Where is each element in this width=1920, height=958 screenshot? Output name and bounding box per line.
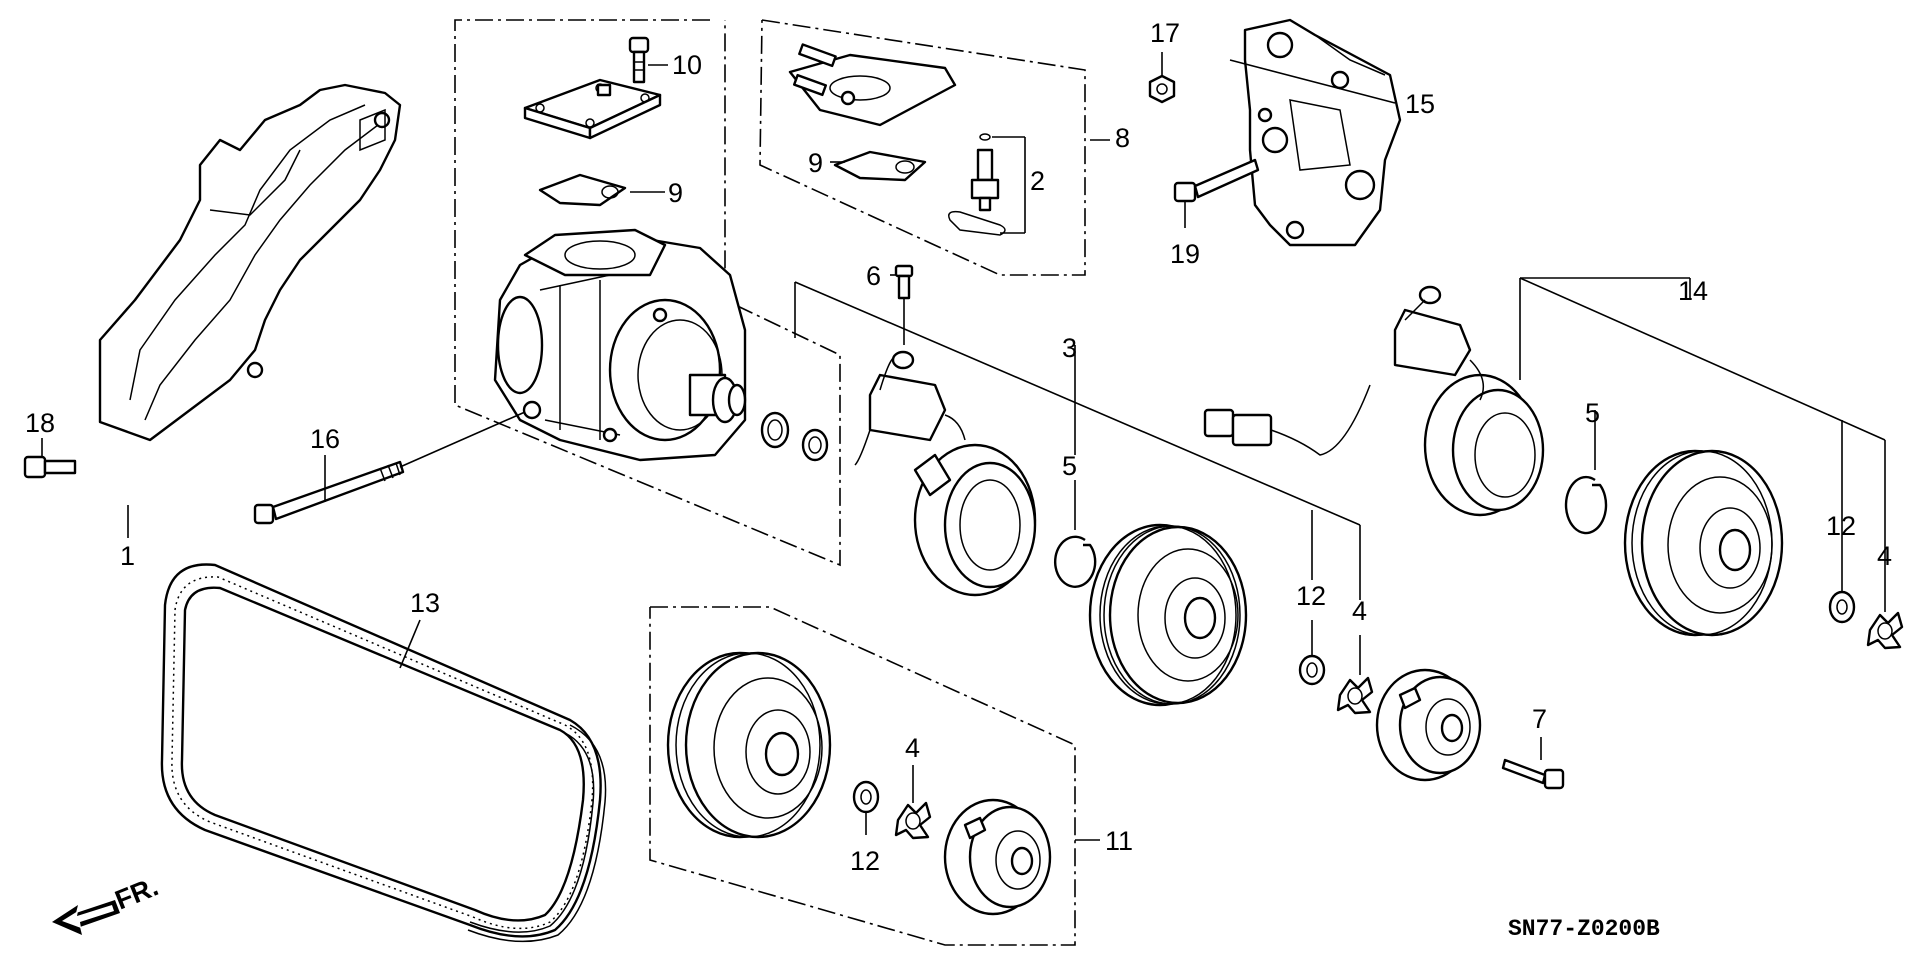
gasket-9-part bbox=[538, 173, 627, 207]
callout-18: 18 bbox=[25, 408, 55, 438]
group-boundary-compressor bbox=[454, 19, 841, 567]
front-direction-label: FR. bbox=[111, 871, 163, 915]
group-boundary-cover-8 bbox=[759, 19, 1086, 276]
callout-10: 10 bbox=[672, 50, 702, 80]
armature-plate-middle-part bbox=[1375, 668, 1482, 782]
callout-17: 17 bbox=[1150, 18, 1180, 48]
shim-12c-part bbox=[1828, 540, 1856, 624]
callout-1: 1 bbox=[120, 541, 135, 571]
callout-5a: 5 bbox=[1062, 451, 1077, 481]
callout-4b: 4 bbox=[1352, 596, 1367, 626]
callout-13: 13 bbox=[410, 588, 440, 618]
lock-washer-4a-part bbox=[894, 765, 932, 840]
pulley-middle-part bbox=[1088, 523, 1248, 707]
bracket-15-part bbox=[1243, 18, 1402, 247]
leader-lines-middle bbox=[1311, 510, 1361, 675]
shim-12a-part bbox=[852, 780, 880, 835]
callout-16: 16 bbox=[310, 424, 340, 454]
bolt-16-part bbox=[253, 460, 405, 525]
snap-ring-5b-part bbox=[1564, 410, 1608, 535]
callout-9b: 9 bbox=[808, 148, 823, 178]
compressor-part bbox=[399, 228, 747, 468]
bolt-7-part bbox=[1501, 737, 1565, 790]
callout-6: 6 bbox=[866, 261, 881, 291]
callout-4a: 4 bbox=[905, 733, 920, 763]
armature-plate-lower-part bbox=[943, 798, 1052, 916]
pulley-lower-part bbox=[666, 651, 832, 839]
callout-labels: 1 18 16 13 10 9 9 8 2 17 15 19 6 3 5 14 … bbox=[25, 18, 1892, 876]
nut-17-part bbox=[1148, 74, 1176, 104]
bolt-19-part bbox=[1173, 158, 1260, 203]
valve-2-part bbox=[948, 133, 1026, 236]
field-coil-3-part bbox=[854, 350, 1037, 597]
lock-washer-4b-part bbox=[1336, 676, 1374, 715]
bolt-18-part bbox=[23, 455, 77, 479]
cover-8-part bbox=[788, 43, 957, 127]
connector-14-part bbox=[1203, 384, 1371, 456]
callout-4c: 4 bbox=[1877, 541, 1892, 571]
bolt-6-part bbox=[894, 264, 914, 345]
callout-11: 11 bbox=[1105, 826, 1133, 856]
callout-7: 7 bbox=[1532, 704, 1547, 734]
front-direction-arrow-icon bbox=[52, 900, 120, 935]
shim-ring-part bbox=[760, 411, 829, 462]
callout-5b: 5 bbox=[1585, 398, 1600, 428]
gasket-9b-part bbox=[833, 150, 927, 182]
lock-washer-4c-part bbox=[1841, 420, 1904, 650]
callout-19: 19 bbox=[1170, 239, 1200, 269]
callout-12c: 12 bbox=[1826, 511, 1856, 541]
field-coil-14-part bbox=[1393, 285, 1545, 517]
group-boundary-clutch-14 bbox=[1519, 277, 1886, 441]
callout-2: 2 bbox=[1030, 166, 1045, 196]
callout-9a: 9 bbox=[668, 178, 683, 208]
callout-15: 15 bbox=[1405, 89, 1435, 119]
snap-ring-5a-part bbox=[1054, 480, 1097, 588]
pulley-right-part bbox=[1623, 449, 1784, 637]
leader-lines bbox=[41, 52, 1691, 841]
callout-12b: 12 bbox=[1296, 581, 1326, 611]
bolt-10-part bbox=[628, 36, 650, 84]
callout-14: 14 bbox=[1678, 276, 1708, 306]
shim-12b-part bbox=[1298, 654, 1326, 686]
shield-part bbox=[98, 83, 402, 442]
callout-12a: 12 bbox=[850, 846, 880, 876]
callout-3: 3 bbox=[1062, 333, 1077, 363]
diagram-code: SN77-Z0200B bbox=[1508, 916, 1660, 942]
callout-8: 8 bbox=[1115, 123, 1130, 153]
group-boundary-coil-3 bbox=[794, 281, 1361, 526]
group-boundary-clutch-11 bbox=[649, 606, 1076, 946]
drive-belt-13-part bbox=[160, 563, 607, 943]
cover-plate-part bbox=[523, 78, 662, 140]
